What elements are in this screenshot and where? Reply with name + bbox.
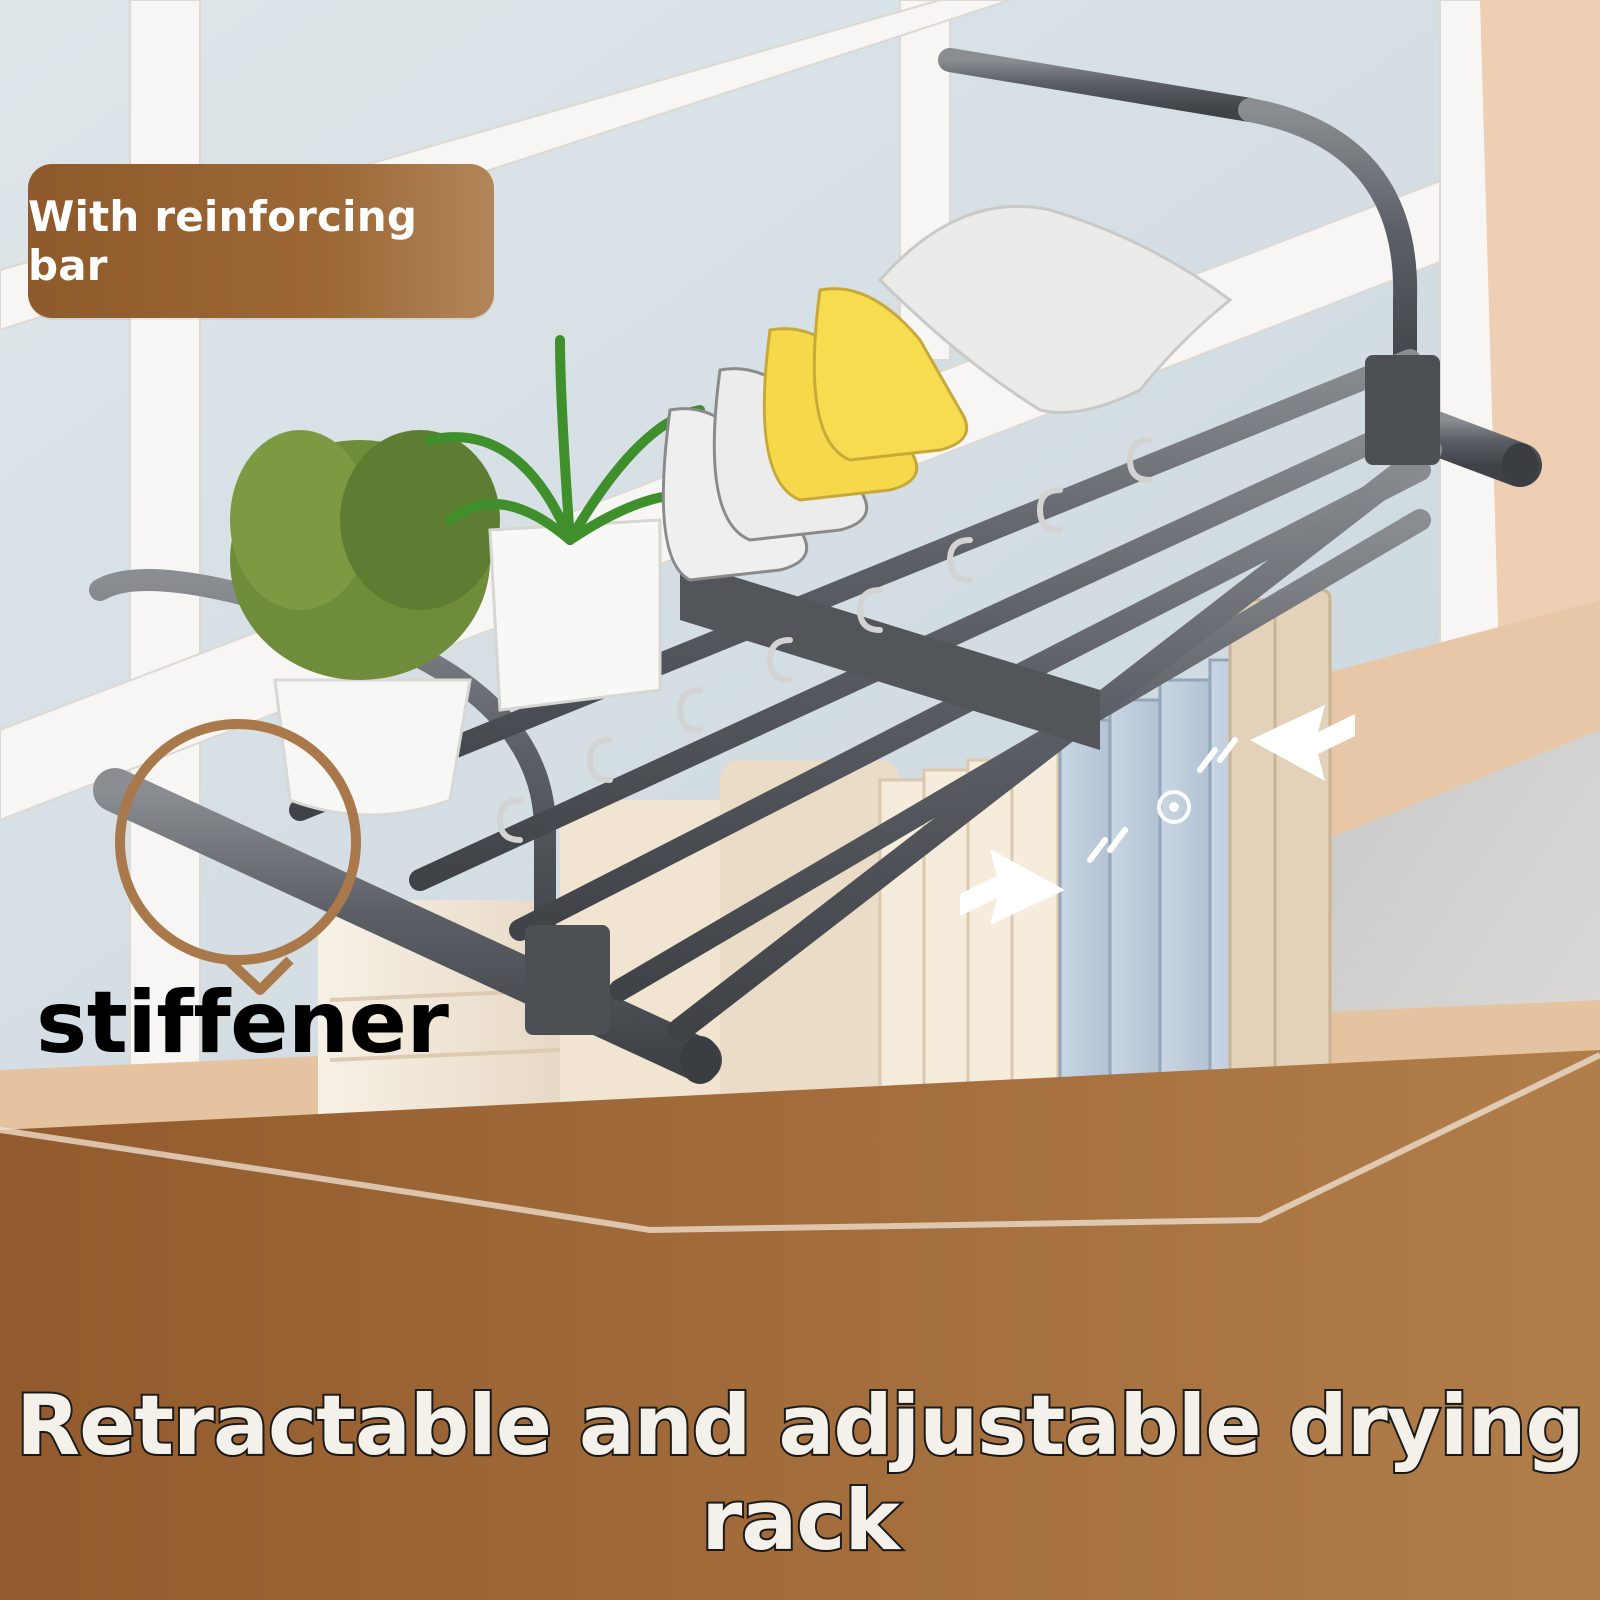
headline: Retractable and adjustable drying rack [14,1376,1587,1571]
expand-arrows-icon [960,705,1355,925]
stiffener-callout-ring [115,719,361,965]
reinforcing-bar-badge: With reinforcing bar [28,164,494,318]
stiffener-label: stiffener [36,973,449,1073]
center-dot-icon [1157,790,1191,824]
